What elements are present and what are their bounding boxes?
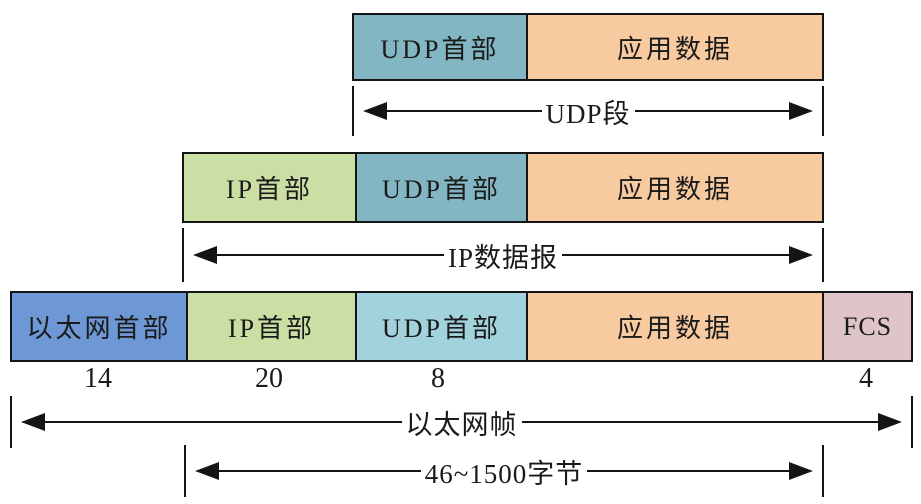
arrowhead-right-icon bbox=[789, 462, 814, 480]
box-label: 应用数据 bbox=[616, 314, 733, 343]
span-label: 以太网帧 bbox=[405, 409, 518, 440]
box-label: 以太网首部 bbox=[26, 314, 172, 343]
arrow-shaft bbox=[45, 421, 402, 423]
ethernet-frame-span-arrow: 以太网帧 bbox=[10, 396, 913, 448]
right-tick bbox=[822, 228, 824, 282]
size-ethernet-header: 14 bbox=[84, 363, 112, 394]
box-fcs: FCS bbox=[822, 293, 911, 360]
ip-datagram-span-arrow: IP数据报 bbox=[182, 228, 824, 282]
box-label: FCS bbox=[842, 311, 893, 341]
arrowhead-left-icon bbox=[363, 102, 387, 120]
box-app-data: 应用数据 bbox=[526, 154, 822, 221]
box-udp-header: UDP首部 bbox=[355, 293, 526, 360]
right-tick bbox=[911, 396, 913, 448]
size-ip-header: 20 bbox=[255, 363, 283, 394]
arrowhead-left-icon bbox=[21, 413, 45, 431]
box-label: IP首部 bbox=[227, 314, 316, 343]
box-app-data: 应用数据 bbox=[526, 293, 822, 360]
box-label: UDP首部 bbox=[381, 314, 501, 343]
span-label: IP数据报 bbox=[448, 242, 559, 273]
ip-datagram-row: IP首部 UDP首部 应用数据 bbox=[182, 152, 824, 223]
box-label: 应用数据 bbox=[616, 175, 733, 204]
right-tick bbox=[822, 86, 824, 136]
box-ip-header: IP首部 bbox=[186, 293, 355, 360]
left-tick bbox=[352, 86, 354, 136]
size-udp-header: 8 bbox=[431, 363, 445, 394]
udp-segment-span-arrow: UDP段 bbox=[352, 86, 824, 136]
box-label: IP首部 bbox=[225, 175, 314, 204]
box-label: UDP首部 bbox=[380, 34, 500, 64]
right-tick bbox=[822, 445, 824, 497]
arrow-shaft bbox=[562, 254, 790, 256]
ethernet-frame-row: 以太网首部 IP首部 UDP首部 应用数据 FCS bbox=[10, 291, 913, 362]
arrow-shaft bbox=[521, 421, 878, 423]
arrowhead-left-icon bbox=[193, 246, 217, 264]
arrow-shaft bbox=[387, 110, 542, 112]
box-label: 应用数据 bbox=[616, 34, 733, 64]
left-tick bbox=[10, 396, 12, 448]
span-label: 46~1500字节 bbox=[424, 458, 584, 489]
box-label: UDP首部 bbox=[381, 175, 501, 204]
arrowhead-right-icon bbox=[878, 413, 902, 431]
box-ethernet-header: 以太网首部 bbox=[12, 293, 186, 360]
box-app-data: 应用数据 bbox=[526, 15, 822, 79]
left-tick bbox=[182, 228, 184, 282]
span-label: UDP段 bbox=[545, 98, 631, 129]
arrowhead-left-icon bbox=[195, 462, 219, 480]
box-udp-header: UDP首部 bbox=[354, 15, 526, 79]
box-udp-header: UDP首部 bbox=[355, 154, 526, 221]
arrow-shaft bbox=[219, 470, 421, 472]
udp-segment-row: UDP首部 应用数据 bbox=[352, 13, 824, 81]
arrowhead-right-icon bbox=[789, 246, 814, 264]
left-tick bbox=[184, 445, 186, 497]
arrow-shaft bbox=[634, 110, 790, 112]
arrow-shaft bbox=[217, 254, 444, 256]
arrow-shaft bbox=[587, 470, 790, 472]
size-fcs: 4 bbox=[859, 363, 873, 394]
payload-size-span-arrow: 46~1500字节 bbox=[184, 445, 824, 497]
box-ip-header: IP首部 bbox=[184, 154, 355, 221]
arrowhead-right-icon bbox=[789, 102, 814, 120]
